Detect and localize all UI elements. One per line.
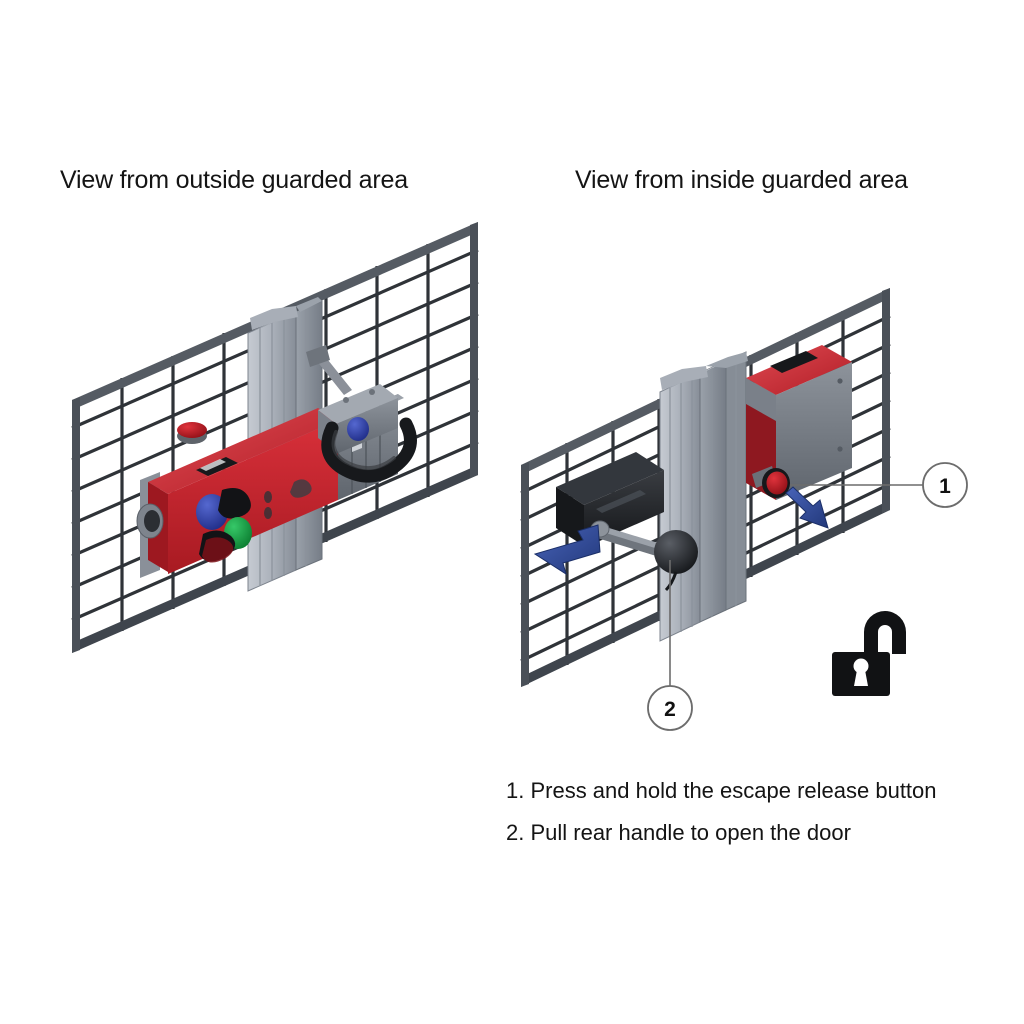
right-safety-switch-unit [746,345,852,500]
callout-1-label: 1 [939,475,951,498]
emergency-stop-button[interactable] [177,422,207,444]
left-outside-handle [306,345,417,483]
instruction-step-1: 1. Press and hold the escape release but… [506,778,937,803]
escape-release-button[interactable] [752,466,790,498]
right-view-assembly [520,288,891,687]
callout-1: 1 [790,462,968,508]
right-door-post [659,351,748,642]
callout-2: 2 [647,560,693,731]
unlocked-padlock-icon [832,611,906,696]
arrow-pull-rear-handle [533,524,601,576]
instruction-step-2: 2. Pull rear handle to open the door [506,820,851,845]
left-view-title: View from outside guarded area [60,166,408,194]
instruction-list: 1. Press and hold the escape release but… [506,770,937,854]
left-view-assembly [71,222,479,653]
rear-handle [556,452,698,592]
control-buttons[interactable] [196,488,252,563]
arrow-press-escape-release [785,486,829,529]
right-view-title: View from inside guarded area [575,166,908,194]
callout-2-label: 2 [664,698,676,721]
